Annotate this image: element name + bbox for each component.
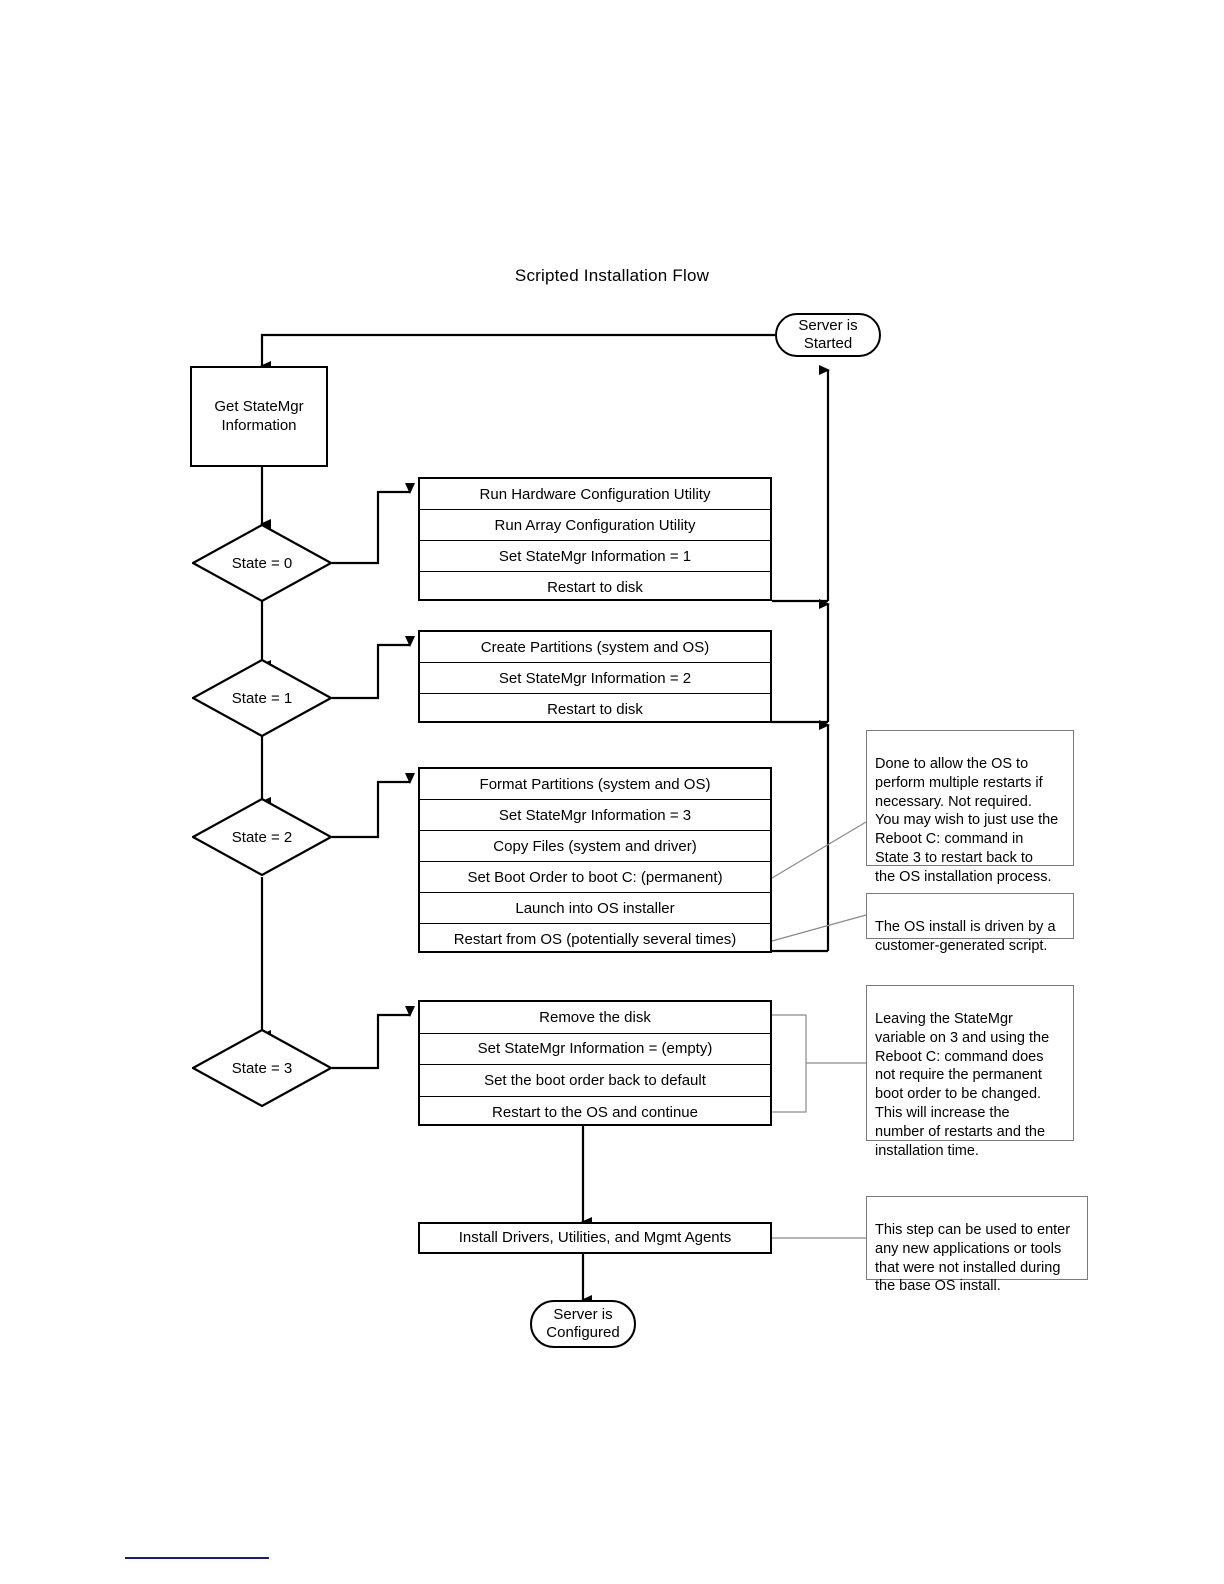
step-row: Format Partitions (system and OS) [420,769,770,800]
step-row: Run Hardware Configuration Utility [420,479,770,510]
note-statemgr-3: Leaving the StateMgr variable on 3 and u… [866,985,1074,1159]
decision-state-2: State = 2 [192,798,332,876]
note-os-install: The OS install is driven by a customer-g… [866,893,1074,954]
diamond-shape-3 [192,1029,332,1107]
decision-state-3: State = 3 [192,1029,332,1107]
decision-state-1: State = 1 [192,659,332,737]
decision-state-1-label: State = 1 [231,689,293,707]
steps-table-state-0: Run Hardware Configuration Utility Run A… [418,477,772,601]
steps-table-state-1: Create Partitions (system and OS) Set St… [418,630,772,723]
step-row: Restart to disk [547,579,643,596]
step-row: Set StateMgr Information = 3 [420,800,770,831]
process-install-drivers-label: Install Drivers, Utilities, and Mgmt Age… [458,1228,732,1246]
steps-table-state-3: Remove the disk Set StateMgr Information… [418,1000,772,1126]
terminator-server-configured-label: Server is Configured [546,1305,620,1341]
process-get-statemgr: Get StateMgr Information [190,366,328,467]
step-row: Set StateMgr Information = 1 [420,541,770,572]
process-get-statemgr-label: Get StateMgr Information [214,398,304,434]
terminator-server-started-label: Server is Started [798,316,858,352]
footer-rule [125,1557,269,1559]
process-install-drivers: Install Drivers, Utilities, and Mgmt Age… [418,1222,772,1254]
step-row: Remove the disk [420,1002,770,1034]
note-install-step: This step can be used to enter any new a… [866,1196,1088,1294]
note-boot-order: Done to allow the OS to perform multiple… [866,730,1074,885]
step-row: Set the boot order back to default [420,1065,770,1097]
step-row: Set StateMgr Information = (empty) [420,1034,770,1065]
step-row: Copy Files (system and driver) [420,831,770,862]
step-row: Set Boot Order to boot C: (permanent) [420,862,770,893]
decision-state-0-label: State = 0 [231,554,293,572]
diamond-shape-2 [192,798,332,876]
decision-state-2-label: State = 2 [231,828,293,846]
step-row: Run Array Configuration Utility [420,510,770,541]
page-title: Scripted Installation Flow [514,266,710,285]
step-row: Restart to disk [547,701,643,718]
steps-table-state-2: Format Partitions (system and OS) Set St… [418,767,772,953]
decision-state-3-label: State = 3 [231,1059,293,1077]
decision-state-0: State = 0 [192,524,332,602]
note-statemgr-3-text: Leaving the StateMgr variable on 3 and u… [875,1010,1050,1159]
step-row: Restart from OS (potentially several tim… [453,931,737,948]
step-row: Set StateMgr Information = 2 [420,663,770,694]
note-install-step-text: This step can be used to enter any new a… [875,1221,1071,1295]
terminator-server-started: Server is Started [775,313,881,357]
step-row: Create Partitions (system and OS) [420,632,770,663]
step-row: Launch into OS installer [420,893,770,924]
note-boot-order-text: Done to allow the OS to perform multiple… [875,755,1059,885]
step-row: Restart to the OS and continue [492,1103,698,1121]
note-os-install-text: The OS install is driven by a customer-g… [875,918,1056,954]
terminator-server-configured: Server is Configured [530,1300,636,1348]
